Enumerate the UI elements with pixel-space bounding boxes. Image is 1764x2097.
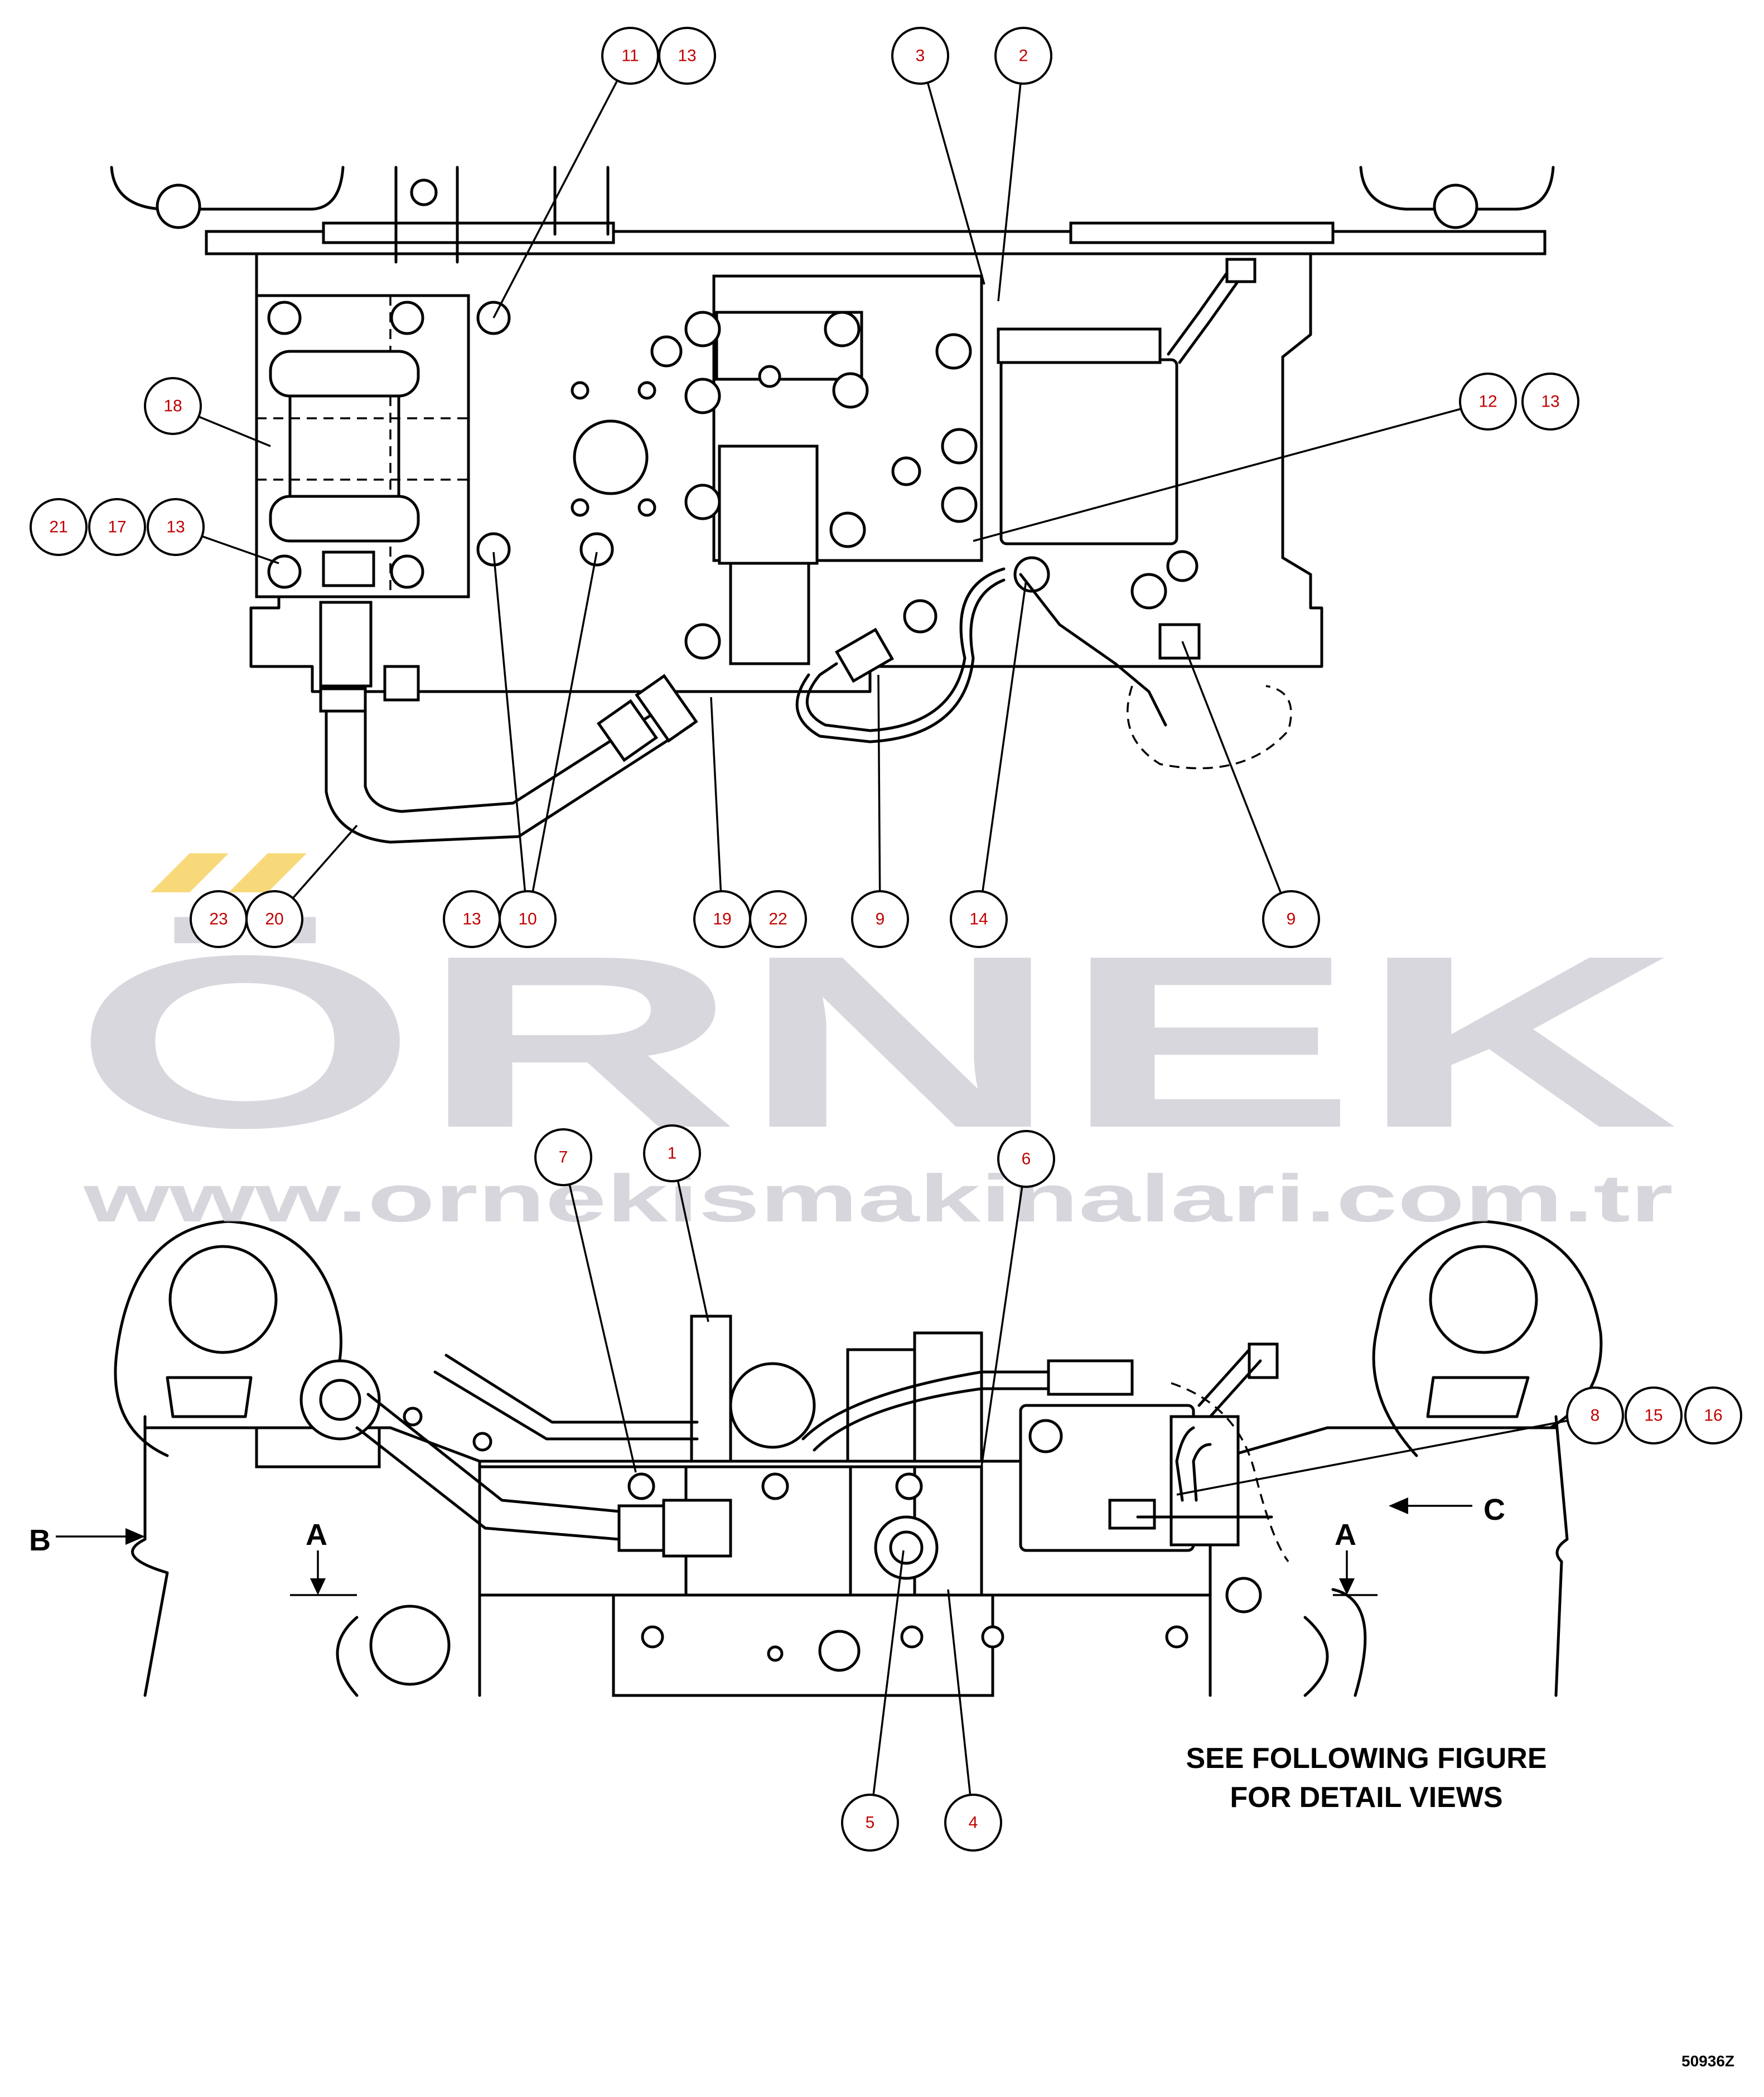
callout-label: 9 [1287,910,1296,929]
leader-line [947,1589,974,1823]
leader-line [710,697,723,920]
callout-label: 22 [769,910,787,929]
callout-17: 17 [88,498,146,556]
callout-label: 13 [166,518,185,537]
leader-line [1181,641,1292,920]
callout-11: 11 [601,27,659,85]
bottom-view-drawing [114,1220,1603,1697]
callout-10: 10 [499,890,557,948]
callout-4: 4 [944,1794,1002,1852]
callout-label: 2 [1019,47,1028,65]
callout-19: 19 [693,890,751,948]
watermark-url: www.ornekismakinalari.com.tr [83,1161,1673,1236]
callout-label: 20 [265,910,283,929]
leader-line [869,1550,905,1823]
callout-label: 13 [678,47,696,65]
callout-label: 10 [518,910,537,929]
callout-label: 6 [1022,1150,1031,1168]
leader-line [997,55,1024,302]
leader-line [492,552,529,920]
callout-20: 20 [245,890,303,948]
callout-label: 15 [1644,1407,1662,1425]
callout-13: 13 [1521,373,1579,431]
view-label-a-left: A [306,1518,327,1552]
leader-line [919,55,985,285]
view-label-a-right: A [1335,1518,1356,1552]
leader-line [526,552,598,920]
callout-6: 6 [997,1130,1055,1188]
bolt-heads-top [476,301,1198,660]
watermark-accent [151,853,307,892]
callout-label: 13 [1541,393,1559,411]
callout-label: 13 [462,910,481,929]
callout-label: 14 [969,910,988,929]
callout-label: 4 [969,1814,978,1832]
callout-9: 9 [851,890,909,948]
callout-label: 23 [209,910,228,929]
callout-label: 1 [668,1144,677,1163]
leader-line [980,1158,1027,1467]
leader-line [973,400,1488,542]
callout-14: 14 [950,890,1008,948]
view-label-c: C [1483,1493,1505,1526]
figure-id: 50936Z [1681,2052,1734,2070]
callout-label: 5 [866,1814,875,1832]
note-line-1: SEE FOLLOWING FIGURE [1186,1742,1546,1775]
callout-12: 12 [1459,373,1517,431]
callout-1: 1 [643,1124,701,1182]
callout-label: 17 [108,518,126,537]
callout-13: 13 [147,498,205,556]
leader-lines [172,55,1596,1823]
callout-label: 8 [1591,1407,1600,1425]
leader-line [1176,1414,1596,1496]
callout-label: 16 [1704,1407,1722,1425]
callout-2: 2 [994,27,1052,85]
callout-label: 18 [163,397,182,415]
watermark-brand: ÖRNEK [73,905,1679,1179]
callout-21: 21 [30,498,88,556]
callout-9: 9 [1262,890,1320,948]
view-label-b: B [29,1524,51,1557]
callout-label: 11 [621,47,639,65]
callout-label: 12 [1478,393,1497,411]
callout-8: 8 [1566,1386,1624,1444]
note-line-2: FOR DETAIL VIEWS [1230,1781,1502,1814]
callout-label: 9 [876,910,885,929]
leader-line [492,55,631,318]
leader-line [978,579,1027,920]
callout-label: 3 [916,47,925,65]
callout-23: 23 [190,890,248,948]
top-view-drawing [110,166,1555,844]
callout-18: 18 [144,377,202,435]
leader-line [877,674,881,920]
callout-label: 19 [713,910,731,929]
callout-label: 7 [559,1148,568,1167]
callout-13: 13 [443,890,501,948]
callout-22: 22 [749,890,807,948]
leader-line [562,1157,637,1473]
callout-5: 5 [841,1794,899,1852]
callout-15: 15 [1625,1386,1683,1444]
watermark: ÖRNEK www.ornekismakinalari.com.tr [73,853,1679,1236]
callout-label: 21 [49,518,67,537]
callout-3: 3 [891,27,949,85]
callout-13: 13 [658,27,716,85]
view-arrows [56,1497,1472,1596]
callout-7: 7 [534,1128,592,1186]
callout-16: 16 [1684,1386,1742,1444]
